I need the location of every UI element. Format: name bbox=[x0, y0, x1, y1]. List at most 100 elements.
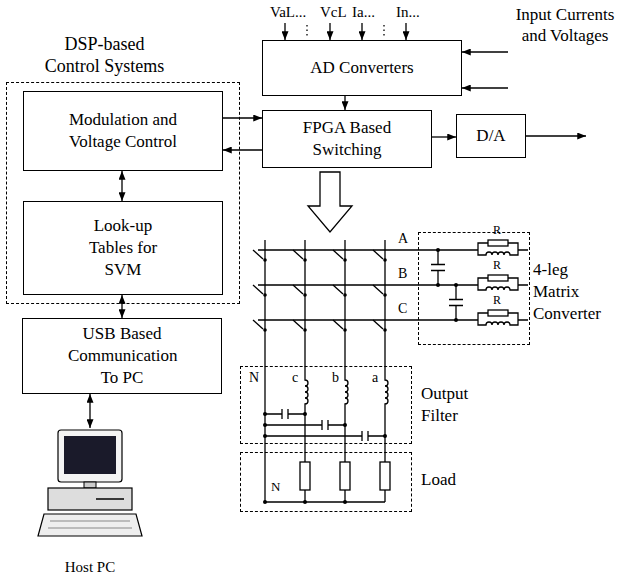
switch-symbol bbox=[333, 320, 343, 329]
connector bbox=[121, 295, 122, 318]
switch-symbol bbox=[333, 285, 343, 294]
box-label: Host PC bbox=[40, 556, 140, 578]
input-arrow bbox=[462, 51, 508, 52]
signal-label: In... bbox=[396, 4, 420, 21]
signal-label: C bbox=[398, 301, 407, 316]
junction-dot bbox=[454, 318, 458, 322]
keyboard-keys bbox=[48, 521, 132, 528]
group-box: DSP-based Control SystemsModulation and … bbox=[6, 82, 240, 304]
process-box: Look-up Tables for SVM bbox=[23, 201, 223, 295]
box-label: USB Based Communication To PC bbox=[23, 323, 221, 389]
load-resistor bbox=[380, 462, 390, 490]
junction-dot bbox=[303, 412, 307, 416]
switch-symbol bbox=[253, 320, 263, 329]
box-label: DSP-based Control Systems bbox=[37, 33, 172, 77]
junction-dot bbox=[436, 248, 440, 252]
input-arrow bbox=[462, 87, 508, 88]
computer-node: Host PC bbox=[40, 428, 140, 578]
dotted-line bbox=[306, 25, 307, 38]
group-box: Output Filter bbox=[240, 366, 412, 444]
drive-slot bbox=[96, 498, 124, 500]
signal-label: Input Currents and Voltages bbox=[515, 4, 615, 46]
switch-symbol bbox=[333, 250, 343, 259]
switch-symbol bbox=[293, 250, 303, 259]
signal-label: N bbox=[271, 480, 280, 494]
signal-label: c bbox=[292, 370, 298, 385]
monitor-neck bbox=[84, 482, 96, 488]
load-resistor bbox=[340, 462, 350, 490]
monitor bbox=[58, 430, 122, 482]
group-box: Load bbox=[240, 452, 412, 512]
signal-label: VaL... bbox=[270, 4, 306, 21]
box-label: Load bbox=[421, 469, 477, 491]
connector bbox=[223, 117, 262, 118]
box-label: Output Filter bbox=[421, 383, 485, 427]
junction-dot bbox=[436, 283, 440, 287]
box-label: AD Converters bbox=[263, 57, 461, 79]
capacitor-symbol bbox=[265, 409, 305, 419]
box-label: Look-up Tables for SVM bbox=[24, 215, 222, 281]
box-label: Modulation and Voltage Control bbox=[24, 109, 222, 153]
signal-label: A bbox=[398, 231, 408, 246]
capacitor-symbol bbox=[265, 420, 345, 430]
box-label: D/A bbox=[457, 125, 525, 147]
resistor-symbol bbox=[488, 275, 508, 281]
leg-wire bbox=[264, 240, 265, 502]
signal-label: a bbox=[372, 370, 378, 385]
box-label: FPGA Based Switching bbox=[263, 117, 431, 161]
switch-symbol bbox=[293, 285, 303, 294]
connector bbox=[121, 171, 122, 201]
group-box: 4-leg Matrix Converter bbox=[418, 232, 530, 345]
junction-dot bbox=[383, 434, 387, 438]
switch-symbol bbox=[293, 320, 303, 329]
screen bbox=[64, 436, 116, 474]
resistor-symbol bbox=[488, 310, 508, 316]
input-arrow bbox=[405, 23, 406, 40]
input-arrow bbox=[329, 23, 330, 40]
switch-symbol bbox=[373, 320, 383, 329]
signal-label: VcL bbox=[320, 4, 347, 21]
junction-dot bbox=[343, 500, 347, 504]
junction-dot bbox=[263, 412, 267, 416]
capacitor-symbol bbox=[449, 285, 463, 320]
switch-symbol bbox=[253, 285, 263, 294]
signal-label: R bbox=[493, 224, 501, 237]
connector bbox=[344, 96, 345, 110]
signal-label: R bbox=[493, 294, 501, 307]
connector bbox=[89, 394, 90, 428]
signal-label: b bbox=[332, 370, 339, 385]
neutral-wire bbox=[265, 501, 385, 502]
input-arrow bbox=[361, 23, 362, 40]
input-arrow bbox=[284, 23, 285, 40]
resistor-symbol bbox=[488, 240, 508, 246]
switch-symbol bbox=[253, 250, 263, 259]
junction-dot bbox=[303, 500, 307, 504]
process-box: FPGA Based Switching bbox=[262, 110, 432, 168]
signal-label: N bbox=[249, 370, 259, 385]
signal-label: Ia... bbox=[352, 4, 375, 21]
process-box: USB Based Communication To PC bbox=[22, 318, 222, 394]
output-arrow bbox=[526, 135, 586, 136]
connector bbox=[432, 136, 456, 137]
process-box: AD Converters bbox=[262, 40, 462, 96]
process-box: D/A bbox=[456, 114, 526, 158]
process-box: Modulation and Voltage Control bbox=[23, 91, 223, 171]
junction-dot bbox=[263, 423, 267, 427]
capacitor-symbol bbox=[431, 250, 445, 285]
junction-dot bbox=[263, 500, 267, 504]
computer-icon bbox=[38, 430, 142, 536]
box-label: 4-leg Matrix Converter bbox=[533, 259, 613, 325]
switch-symbol bbox=[373, 285, 383, 294]
load-resistor bbox=[300, 462, 310, 490]
switch-symbol bbox=[373, 250, 383, 259]
dotted-line bbox=[383, 25, 384, 38]
junction-dot bbox=[454, 283, 458, 287]
junction-dot bbox=[343, 423, 347, 427]
connector bbox=[223, 149, 262, 150]
hollow-arrow bbox=[308, 172, 352, 232]
signal-label: B bbox=[398, 266, 407, 281]
computer-case bbox=[48, 488, 132, 510]
signal-label: R bbox=[493, 259, 501, 272]
